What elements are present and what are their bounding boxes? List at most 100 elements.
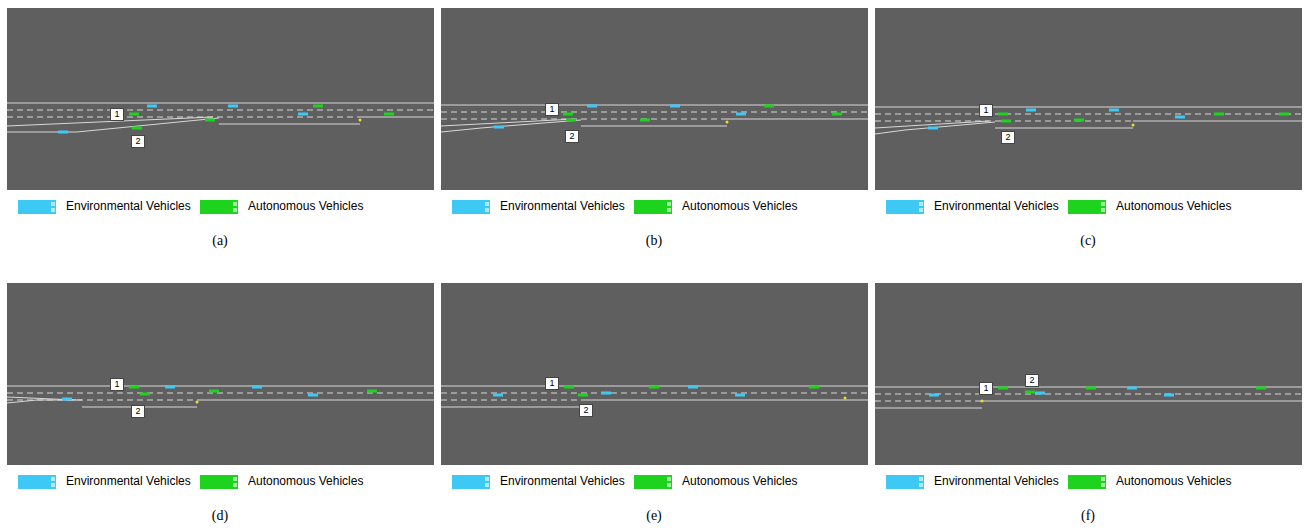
legend-strip [875, 467, 1302, 499]
environmental-vehicle [735, 394, 745, 397]
lane-divider [441, 119, 727, 120]
autonomous-vehicle [384, 113, 394, 116]
callout-box: 1 [545, 377, 558, 390]
environmental-vehicle [587, 105, 597, 108]
panel-caption: (a) [212, 233, 228, 249]
legend-label: Environmental Vehicles [934, 199, 1059, 213]
autonomous-vehicle [566, 119, 576, 122]
legend-label: Environmental Vehicles [66, 474, 191, 488]
road-scene [441, 283, 868, 528]
autonomous-vehicle [649, 386, 659, 389]
environmental-vehicle [670, 105, 680, 108]
autonomous-vehicle [563, 113, 573, 116]
road-scene [875, 8, 1302, 258]
legend-label: Environmental Vehicles [500, 199, 625, 213]
environmental-vehicle [928, 127, 938, 130]
callout-number: 2 [583, 405, 588, 415]
legend-swatch [1068, 475, 1106, 489]
simulation-panel: 12Environmental VehiclesAutonomous Vehic… [875, 8, 1302, 258]
merge-end-marker [1132, 124, 1135, 127]
legend-strip [441, 467, 868, 499]
autonomous-vehicle [564, 386, 574, 389]
lane-divider [7, 110, 434, 111]
environmental-vehicle [493, 394, 503, 397]
environmental-vehicle [165, 386, 175, 389]
legend-swatch [452, 200, 490, 214]
autonomous-vehicle [640, 119, 650, 122]
autonomous-vehicle [998, 113, 1008, 116]
callout-box: 2 [131, 405, 144, 418]
legend-swatch [18, 200, 56, 214]
legend-swatch [200, 475, 238, 489]
autonomous-vehicle [1279, 113, 1289, 116]
autonomous-vehicle [832, 113, 842, 116]
ramp-edge [7, 397, 76, 400]
legend-swatch [634, 475, 672, 489]
legend-swatch [452, 475, 490, 489]
road-ground [7, 8, 434, 190]
road-edge [7, 103, 434, 104]
environmental-vehicle [688, 386, 698, 389]
acceleration-lane-edge [875, 408, 982, 409]
legend-strip [7, 467, 434, 499]
autonomous-vehicle [1001, 120, 1011, 123]
legend-label: Autonomous Vehicles [682, 199, 797, 213]
autonomous-vehicle [1214, 113, 1224, 116]
legend-swatch [1068, 200, 1106, 214]
callout-box: 1 [110, 108, 123, 121]
autonomous-vehicle [209, 390, 219, 393]
lane-divider [7, 393, 434, 394]
callout-box: 1 [979, 104, 992, 117]
road-ground [441, 8, 868, 190]
road-edge [360, 117, 434, 118]
environmental-vehicle [252, 386, 262, 389]
autonomous-vehicle [132, 127, 142, 130]
legend-swatch [634, 200, 672, 214]
merge-end-marker [359, 119, 362, 122]
lane-divider [875, 394, 1302, 395]
environmental-vehicle [736, 113, 746, 116]
callout-number: 1 [983, 383, 988, 393]
simulation-panel: 12Environmental VehiclesAutonomous Vehic… [441, 8, 868, 258]
merge-end-marker [844, 397, 847, 400]
callout-box: 2 [1001, 131, 1014, 144]
autonomous-vehicle [313, 105, 323, 108]
environmental-vehicle [58, 131, 68, 134]
legend-swatch [18, 475, 56, 489]
legend-strip [441, 192, 868, 224]
autonomous-vehicle [367, 390, 377, 393]
legend-label: Environmental Vehicles [934, 474, 1059, 488]
road-scene [875, 283, 1302, 528]
callout-box: 2 [1025, 374, 1038, 387]
road-edge [441, 105, 868, 106]
simulation-panel: 12Environmental VehiclesAutonomous Vehic… [7, 283, 434, 528]
callout-box: 2 [565, 130, 578, 143]
ramp-edge [441, 119, 575, 126]
acceleration-lane-edge [219, 124, 360, 125]
legend-strip [875, 192, 1302, 224]
merge-end-marker [196, 401, 199, 404]
road-edge [7, 386, 434, 387]
road-ground [875, 8, 1302, 190]
callout-number: 1 [983, 105, 988, 115]
environmental-vehicle [62, 398, 72, 401]
autonomous-vehicle [140, 393, 150, 396]
road-scene [7, 283, 434, 528]
acceleration-lane-edge [581, 126, 727, 127]
environmental-vehicle [228, 105, 238, 108]
lane-divider [441, 112, 868, 113]
callout-number: 1 [114, 379, 119, 389]
autonomous-vehicle [998, 387, 1008, 390]
legend-swatch [886, 475, 924, 489]
road-edge [982, 401, 1302, 402]
road-edge [197, 400, 434, 401]
autonomous-vehicle [205, 119, 215, 122]
callout-box: 2 [579, 404, 592, 417]
road-edge [875, 107, 1302, 108]
lane-divider [7, 117, 360, 118]
legend-label: Autonomous Vehicles [1116, 474, 1231, 488]
simulation-panel: 12Environmental VehiclesAutonomous Vehic… [7, 8, 434, 258]
callout-number: 2 [1029, 375, 1034, 385]
autonomous-vehicle [129, 113, 139, 116]
